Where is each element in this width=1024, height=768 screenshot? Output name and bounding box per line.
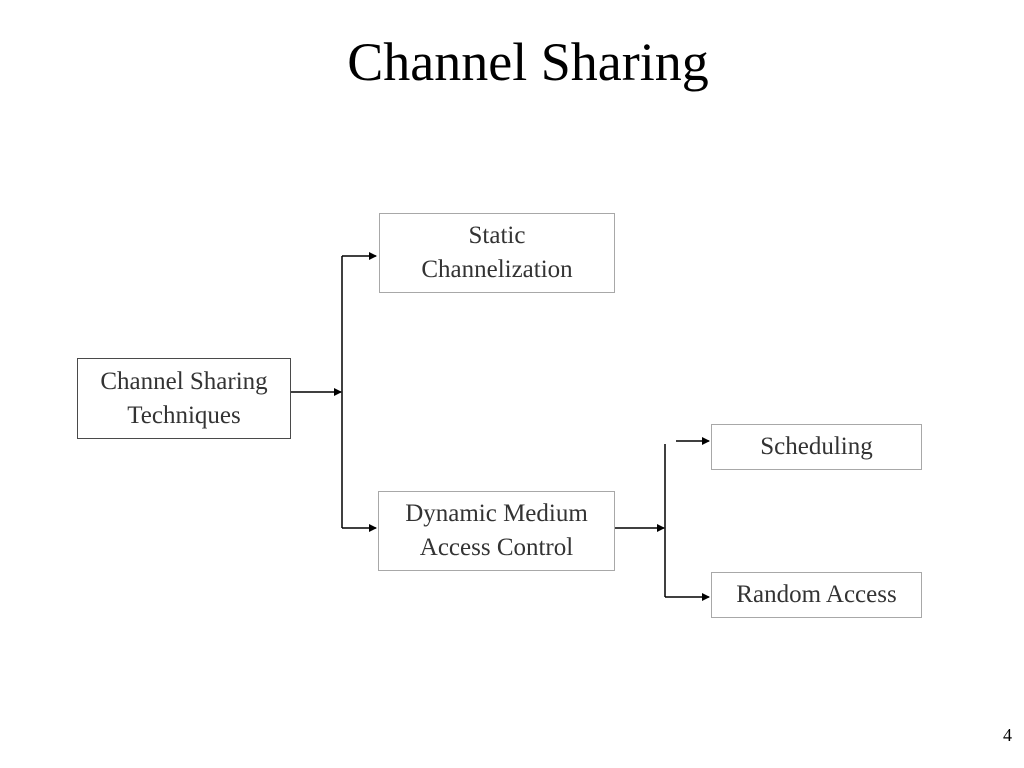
node-static-channelization: Static Channelization bbox=[379, 213, 615, 293]
node-scheduling: Scheduling bbox=[711, 424, 922, 470]
node-random-access: Random Access bbox=[711, 572, 922, 618]
page-number: 4 bbox=[1003, 725, 1012, 745]
node-channel-sharing-techniques: Channel Sharing Techniques bbox=[77, 358, 291, 439]
node-label: Static Channelization bbox=[421, 222, 573, 283]
node-label: Scheduling bbox=[760, 433, 873, 460]
slide-title: Channel Sharing bbox=[347, 32, 709, 92]
node-dynamic-medium-access-control: Dynamic Medium Access Control bbox=[378, 491, 615, 571]
node-label: Random Access bbox=[736, 581, 897, 608]
node-label: Channel Sharing Techniques bbox=[100, 367, 268, 429]
node-label: Dynamic Medium Access Control bbox=[405, 500, 588, 561]
